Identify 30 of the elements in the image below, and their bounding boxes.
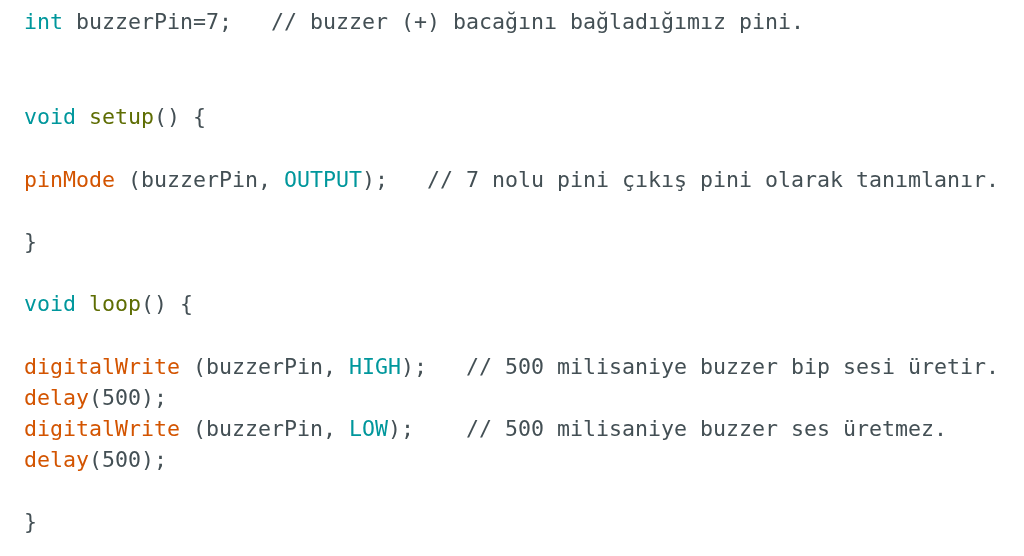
code-text: (buzzerPin, bbox=[193, 354, 336, 380]
code-text: (buzzerPin, bbox=[128, 167, 271, 193]
code-keyword: OUTPUT bbox=[284, 167, 362, 193]
code-function-call: pinMode bbox=[24, 167, 115, 193]
code-keyword: int bbox=[24, 9, 63, 35]
code-keyword: HIGH bbox=[349, 354, 401, 380]
code-comment: // buzzer (+) bacağını bağladığımız pini. bbox=[271, 9, 805, 35]
code-comment: // 500 milisaniye buzzer bip sesi üretir. bbox=[466, 354, 1000, 380]
code-text: (buzzerPin, bbox=[193, 416, 336, 442]
code-text: } bbox=[24, 229, 37, 255]
code-keyword: void bbox=[24, 291, 76, 317]
code-text: } bbox=[24, 509, 37, 535]
code-function-call: delay bbox=[24, 385, 89, 411]
code-text: (500); bbox=[89, 447, 167, 473]
code-text: () { bbox=[141, 291, 193, 317]
code-text: (500); bbox=[89, 385, 167, 411]
code-function-call: digitalWrite bbox=[24, 416, 180, 442]
code-text: ); bbox=[401, 354, 427, 380]
code-keyword: void bbox=[24, 104, 76, 130]
code-function-name: setup bbox=[89, 104, 154, 130]
code-function-name: loop bbox=[89, 291, 141, 317]
code-comment: // 500 milisaniye buzzer ses üretmez. bbox=[466, 416, 948, 442]
code-comment: // 7 nolu pini çıkış pini olarak tanımlanır. bbox=[427, 167, 1000, 193]
code-text: ); bbox=[388, 416, 414, 442]
code-keyword: LOW bbox=[349, 416, 388, 442]
code-function-call: digitalWrite bbox=[24, 354, 180, 380]
code-function-call: delay bbox=[24, 447, 89, 473]
code-text: buzzerPin=7; bbox=[76, 9, 232, 35]
code-text: ); bbox=[362, 167, 388, 193]
code-text: () { bbox=[154, 104, 206, 130]
